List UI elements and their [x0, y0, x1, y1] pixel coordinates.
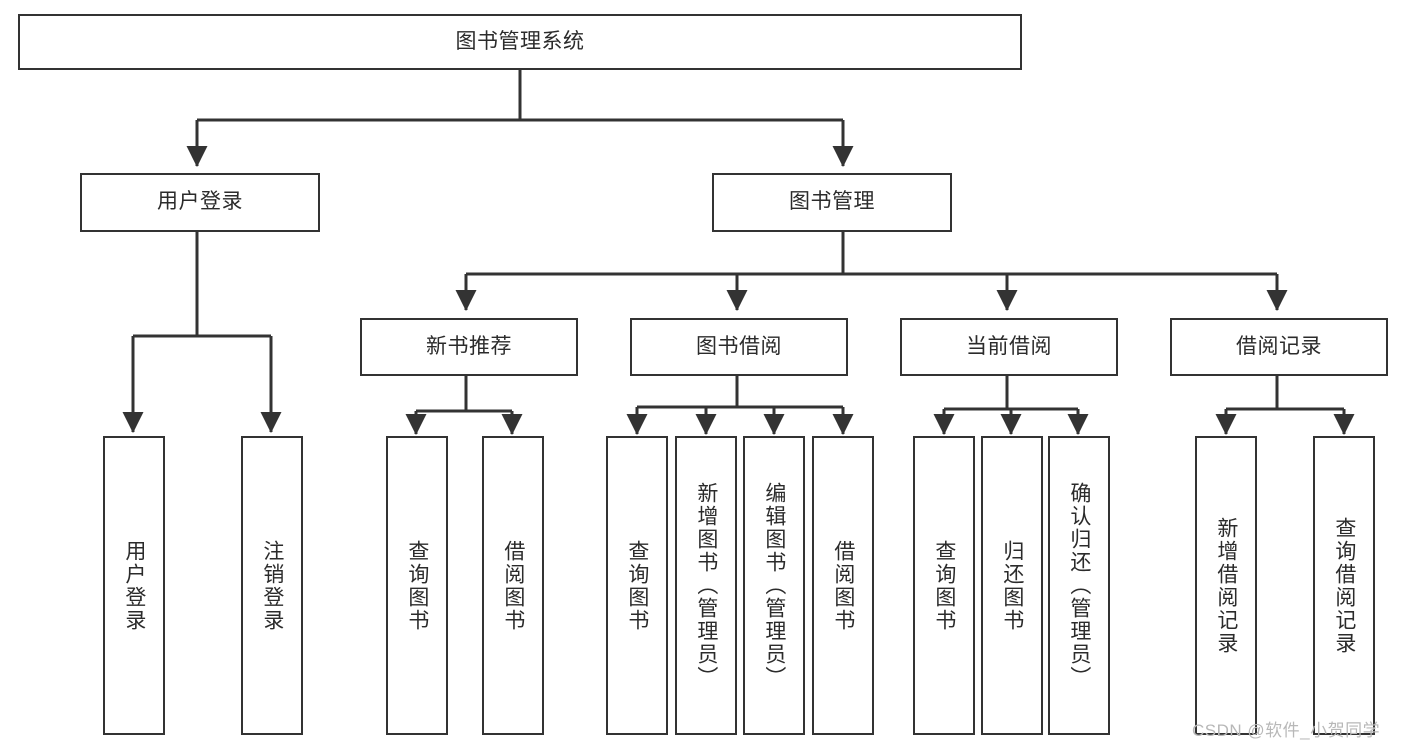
csdn-watermark: CSDN @软件_小贺同学 [1192, 721, 1381, 740]
node-label: 当前借阅 [966, 334, 1052, 358]
node-label: 图书管理 [789, 190, 875, 214]
node-label: 借阅图书 [501, 539, 525, 632]
leaf-add-book-admin[interactable]: 新增图书（管理员） [675, 436, 737, 735]
leaf-query-borrow-record[interactable]: 查询借阅记录 [1313, 436, 1375, 735]
node-borrow-record[interactable]: 借阅记录 [1170, 318, 1388, 376]
leaf-query-book-borrow[interactable]: 查询图书 [606, 436, 668, 735]
node-root-book-management-system[interactable]: 图书管理系统 [18, 14, 1022, 70]
node-book-management[interactable]: 图书管理 [712, 173, 952, 232]
leaf-borrow-book-recommend[interactable]: 借阅图书 [482, 436, 544, 735]
node-label: 新增借阅记录 [1214, 516, 1238, 655]
leaf-edit-book-admin[interactable]: 编辑图书（管理员） [743, 436, 805, 735]
node-label: 编辑图书（管理员） [762, 482, 786, 689]
leaf-logout[interactable]: 注销登录 [241, 436, 303, 735]
node-label: 查询图书 [932, 539, 956, 632]
node-current-borrow[interactable]: 当前借阅 [900, 318, 1118, 376]
leaf-borrow-book[interactable]: 借阅图书 [812, 436, 874, 735]
leaf-return-book[interactable]: 归还图书 [981, 436, 1043, 735]
node-label: 图书借阅 [696, 334, 782, 358]
node-label: 用户登录 [157, 190, 243, 214]
node-label: 查询图书 [625, 539, 649, 632]
node-label: 归还图书 [1000, 539, 1024, 632]
node-new-book-recommend[interactable]: 新书推荐 [360, 318, 578, 376]
leaf-add-borrow-record[interactable]: 新增借阅记录 [1195, 436, 1257, 735]
node-label: 注销登录 [260, 539, 284, 632]
node-label: 用户登录 [122, 539, 146, 632]
node-label: 确认归还（管理员） [1067, 482, 1091, 689]
node-label: 新书推荐 [426, 334, 512, 358]
leaf-confirm-return-admin[interactable]: 确认归还（管理员） [1048, 436, 1110, 735]
node-label: 图书管理系统 [455, 29, 585, 53]
leaf-user-login[interactable]: 用户登录 [103, 436, 165, 735]
node-label: 查询图书 [405, 539, 429, 632]
node-user-login[interactable]: 用户登录 [80, 173, 320, 232]
leaf-query-book-recommend[interactable]: 查询图书 [386, 436, 448, 735]
node-label: 查询借阅记录 [1332, 516, 1356, 655]
node-label: 借阅图书 [831, 539, 855, 632]
node-book-borrow[interactable]: 图书借阅 [630, 318, 848, 376]
leaf-query-book-current[interactable]: 查询图书 [913, 436, 975, 735]
node-label: 借阅记录 [1236, 334, 1322, 358]
node-label: 新增图书（管理员） [694, 482, 718, 689]
